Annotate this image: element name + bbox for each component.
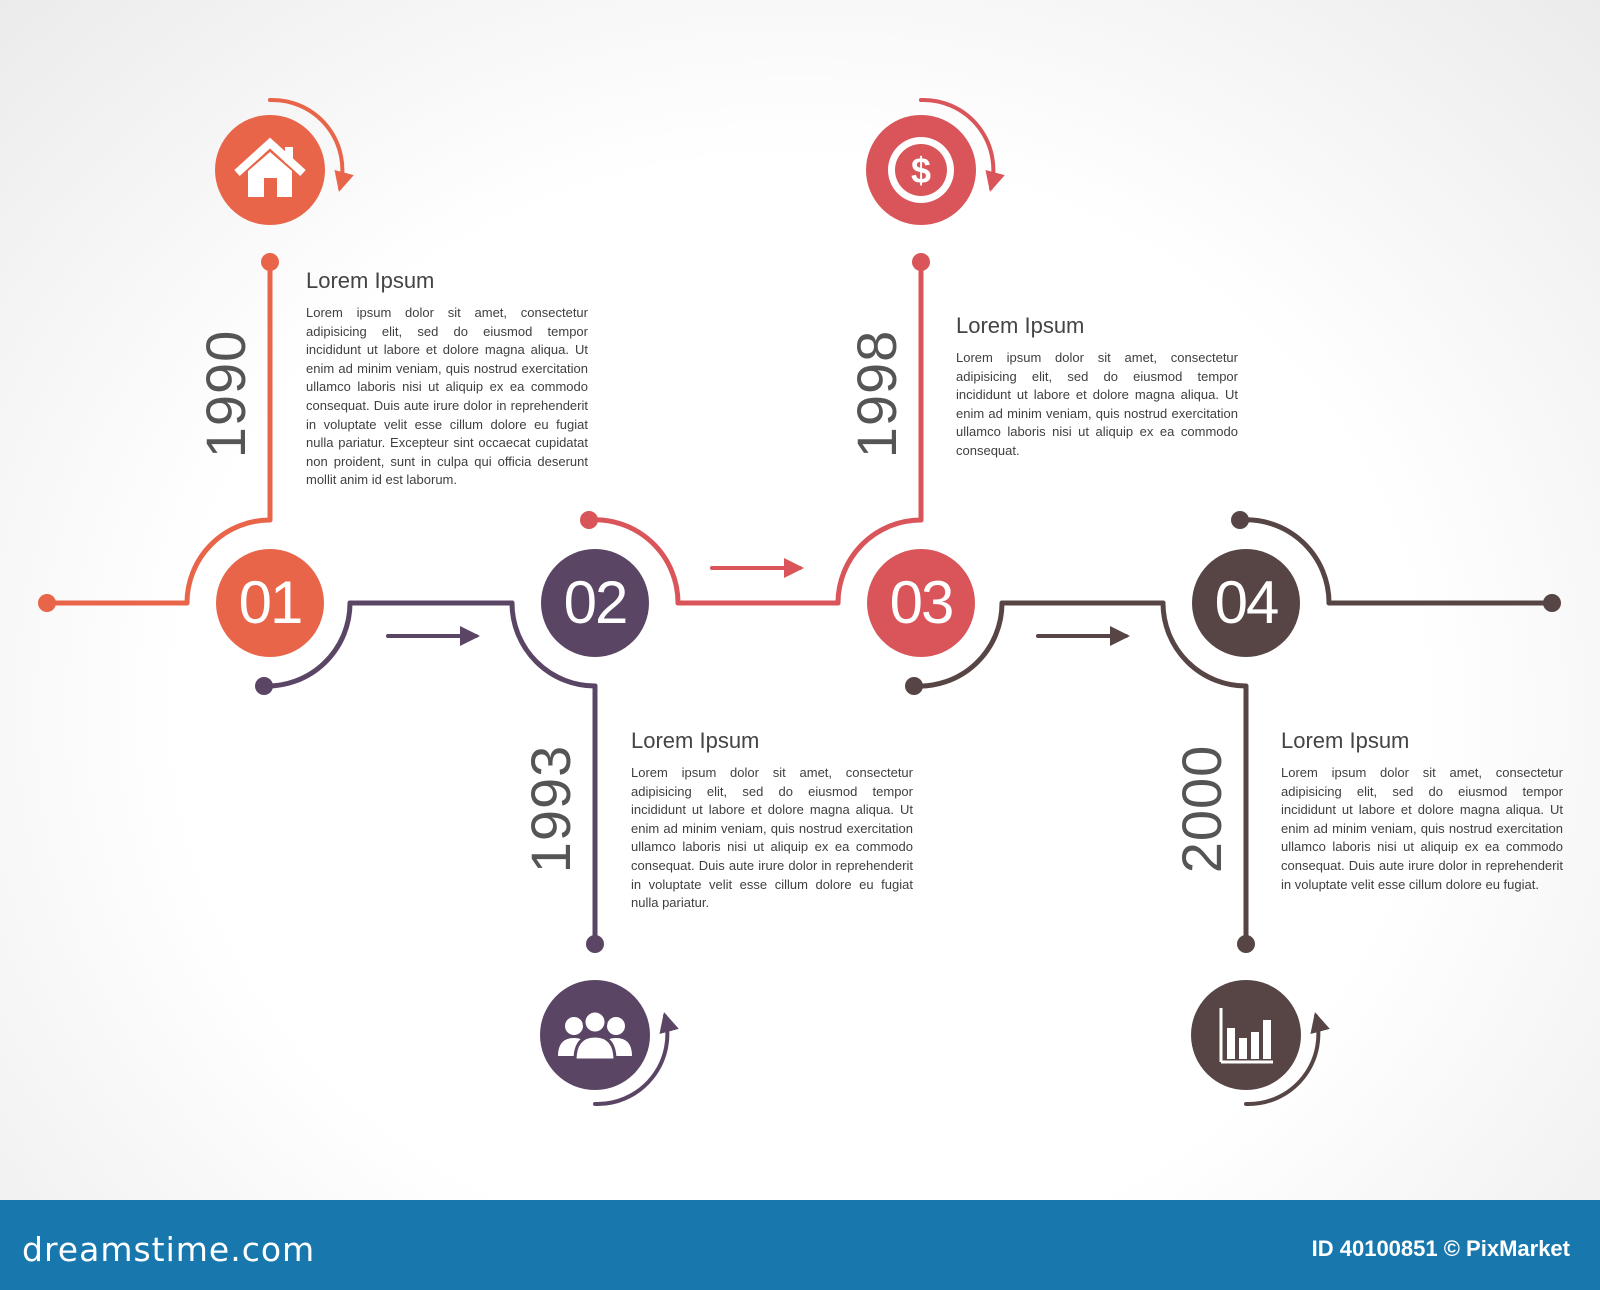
- timeline-connectors: [38, 97, 1561, 1107]
- connector-04: [905, 511, 1561, 953]
- step-card-01: Lorem Ipsum Lorem ipsum dolor sit amet, …: [306, 268, 588, 490]
- connector-02: [255, 600, 604, 953]
- step-text-03: Lorem ipsum dolor sit amet, consectetur …: [956, 350, 1238, 458]
- people-icon: [540, 980, 650, 1090]
- step-card-04: Lorem Ipsum Lorem ipsum dolor sit amet, …: [1281, 728, 1563, 894]
- connector-03: [580, 253, 930, 606]
- cycle-arrow-04: [1244, 1012, 1330, 1107]
- step-card-03: Lorem Ipsum Lorem ipsum dolor sit amet, …: [956, 313, 1238, 461]
- cycle-arrow-03: [919, 97, 1005, 192]
- dollar-coin-icon: $: [866, 115, 976, 225]
- bar-chart-icon: [1191, 980, 1301, 1090]
- step-year-01: 1990: [194, 329, 257, 459]
- connector-01: [38, 253, 279, 612]
- step-text-02: Lorem ipsum dolor sit amet, consectetur …: [631, 765, 913, 911]
- step-text-04: Lorem ipsum dolor sit amet, consectetur …: [1281, 765, 1563, 892]
- cycle-arrow-01: [268, 97, 354, 192]
- step-year-04: 2000: [1170, 744, 1233, 874]
- footer-bar: dreamstime.com ID 40100851 © PixMarket: [0, 1200, 1600, 1290]
- step-title-03: Lorem Ipsum: [956, 313, 1085, 338]
- step-title-02: Lorem Ipsum: [631, 728, 760, 753]
- step-title-04: Lorem Ipsum: [1281, 728, 1410, 753]
- svg-text:$: $: [911, 150, 931, 191]
- step-number-03: 03: [867, 549, 975, 657]
- step-year-02: 1993: [519, 744, 582, 874]
- timeline-diagram: 01 02 03 04 1990 1993 1998 2000 Lorem Ip…: [38, 97, 1563, 1107]
- step-text-01: Lorem ipsum dolor sit amet, consectetur …: [306, 305, 588, 488]
- step-number-04: 04: [1192, 549, 1300, 657]
- cycle-arrow-02: [593, 1012, 679, 1107]
- step-year-03: 1998: [845, 329, 908, 459]
- step-title-01: Lorem Ipsum: [306, 268, 435, 293]
- brand-logo: dreamstime.com: [22, 1230, 316, 1269]
- step-number-02: 02: [541, 549, 649, 657]
- step-card-02: Lorem Ipsum Lorem ipsum dolor sit amet, …: [631, 728, 913, 913]
- image-credit: ID 40100851 © PixMarket: [1311, 1236, 1570, 1261]
- step-number-01: 01: [216, 549, 324, 657]
- house-icon: [215, 115, 325, 225]
